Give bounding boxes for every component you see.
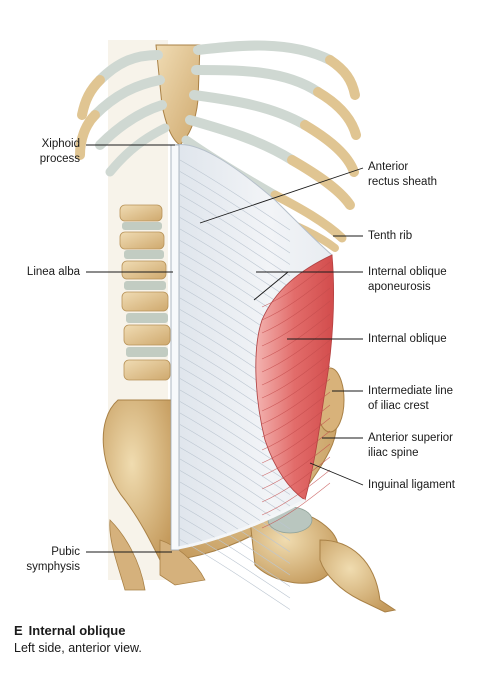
- caption-title: E Internal oblique: [14, 622, 474, 640]
- aponeurosis-fiber: [179, 447, 291, 518]
- muscle-fiber: [261, 365, 331, 412]
- aponeurosis-fiber: [179, 516, 291, 587]
- muscle-fiber: [261, 456, 331, 503]
- muscle-fiber: [261, 313, 331, 360]
- leader-io-apo-b: [253, 271, 289, 301]
- aponeurosis-fiber: [179, 228, 291, 300]
- label-tenth-rib: Tenth rib: [368, 230, 413, 242]
- caption-subtitle: Left side, anterior view.: [14, 641, 142, 655]
- internal-oblique-muscle: [255, 254, 334, 529]
- muscle-fiber: [261, 391, 331, 438]
- aponeurosis-fiber: [179, 159, 291, 231]
- aponeurosis-fiber: [179, 481, 291, 553]
- aponeurosis-fiber: [179, 412, 291, 484]
- linea-alba: [170, 144, 180, 551]
- muscle-fiber: [261, 417, 331, 464]
- inguinal-ligament: [177, 498, 306, 550]
- muscle-fiber: [261, 378, 331, 425]
- caption-title-text: Internal oblique: [28, 623, 126, 638]
- label-inguinal-ligament: Inguinal ligament: [368, 479, 455, 491]
- label-linea-alba: Linea alba: [26, 266, 80, 278]
- muscle-fiber: [261, 274, 331, 321]
- muscle-fiber: [261, 430, 331, 477]
- aponeurosis-fiber: [179, 205, 291, 277]
- figure-caption: E Internal oblique Left side, anterior vi…: [14, 622, 474, 657]
- aponeurosis-fiber: [179, 435, 291, 507]
- muscle-fiber: [261, 352, 331, 399]
- muscle-fiber: [261, 300, 331, 347]
- muscle-fiber: [261, 339, 331, 386]
- muscle-fiber: [261, 261, 331, 308]
- muscle-fiber: [261, 287, 331, 334]
- aponeurosis-fiber: [179, 527, 291, 599]
- muscle-fiber: [261, 469, 331, 516]
- aponeurosis-fiber: [179, 493, 291, 564]
- muscle-fiber: [261, 404, 331, 451]
- label-internal-oblique: Internal oblique: [368, 333, 447, 345]
- muscle-fiber: [261, 326, 331, 373]
- aponeurosis-fiber: [179, 194, 291, 265]
- leader-inguinal: [309, 462, 364, 486]
- aponeurosis-fiber: [179, 458, 291, 530]
- muscle-fiber: [261, 443, 331, 490]
- aponeurosis-fiber: [179, 171, 291, 242]
- aponeurosis-fiber: [179, 504, 291, 576]
- aponeurosis-fiber: [179, 424, 291, 495]
- aponeurosis-fiber: [179, 470, 291, 541]
- leader-ant-rectus: [199, 167, 364, 224]
- leader-lines: [86, 144, 364, 553]
- aponeurosis-fiber: [179, 217, 291, 288]
- aponeurosis-fiber: [179, 182, 291, 254]
- caption-letter: E: [14, 623, 23, 638]
- muscle-fiber: [261, 482, 331, 529]
